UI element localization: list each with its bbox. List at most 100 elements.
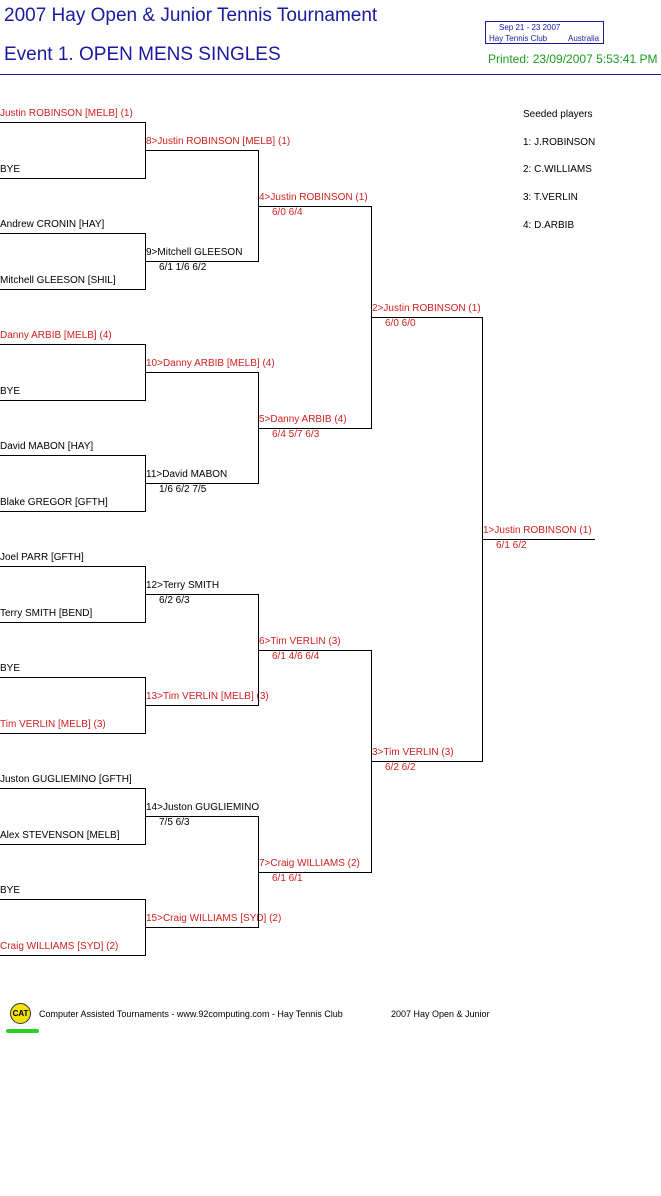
country-label: Australia	[568, 34, 600, 43]
bracket-line	[0, 566, 146, 567]
bracket-line	[145, 233, 146, 290]
match-score: 6/1 6/2	[496, 540, 527, 551]
footer-credit: Computer Assisted Tournaments - www.92co…	[39, 1009, 343, 1019]
match-winner: 14>Juston GUGLIEMINO	[146, 802, 260, 813]
club-label: Hay Tennis Club	[489, 34, 548, 43]
bracket-line	[0, 178, 146, 179]
bracket-line	[146, 927, 259, 928]
bracket-line	[0, 899, 146, 900]
match-score: 7/5 6/3	[159, 817, 190, 828]
cat-logo: CAT	[10, 1003, 31, 1024]
seeded-player: 2: C.WILLIAMS	[523, 164, 592, 175]
bracket-line	[372, 317, 483, 318]
player-name: Danny ARBIB [MELB] (4)	[0, 330, 112, 341]
bracket-line	[371, 650, 372, 873]
player-name: Mitchell GLEESON [SHIL]	[0, 275, 116, 286]
bracket-line	[145, 344, 146, 401]
bracket-line	[0, 788, 146, 789]
match-winner: 5>Danny ARBIB (4)	[259, 414, 347, 425]
match-winner: 6>Tim VERLIN (3)	[259, 636, 341, 647]
match-winner: 9>Mitchell GLEESON	[146, 247, 243, 258]
player-name: BYE	[0, 386, 21, 397]
bracket-line	[372, 761, 483, 762]
player-name: Alex STEVENSON [MELB]	[0, 830, 120, 841]
match-winner: 2>Justin ROBINSON (1)	[372, 303, 481, 314]
bracket-line	[146, 261, 259, 262]
match-score: 6/2 6/2	[385, 762, 416, 773]
match-score: 6/2 6/3	[159, 595, 190, 606]
player-name: Justin ROBINSON [MELB] (1)	[0, 108, 133, 119]
match-score: 6/1 6/1	[272, 873, 303, 884]
bracket-line	[146, 372, 259, 373]
bracket-line	[145, 677, 146, 734]
bracket-line	[0, 677, 146, 678]
player-name: BYE	[0, 885, 21, 896]
bracket-line	[0, 344, 146, 345]
match-winner: 3>Tim VERLIN (3)	[372, 747, 454, 758]
bracket-line	[259, 206, 372, 207]
bracket-line	[145, 566, 146, 623]
bracket-line	[0, 622, 146, 623]
bracket-line	[258, 594, 259, 706]
footer-event: 2007 Hay Open & Junior	[391, 1009, 490, 1019]
bracket-line	[0, 955, 146, 956]
player-name: Craig WILLIAMS [SYD] (2)	[0, 941, 119, 952]
seeded-player: 4: D.ARBIB	[523, 220, 575, 231]
bracket-line	[371, 206, 372, 429]
bracket-line	[258, 816, 259, 928]
bracket-line	[259, 872, 372, 873]
printed-timestamp: Printed: 23/09/2007 5:53:41 PM	[488, 52, 658, 66]
player-name: BYE	[0, 164, 21, 175]
match-winner: 12>Terry SMITH	[146, 580, 220, 591]
bracket-line	[146, 816, 259, 817]
dates-box: Sep 21 - 23 2007 Hay Tennis Club Austral…	[485, 21, 604, 44]
bracket-line	[482, 317, 483, 762]
player-name: Joel PARR [GFTH]	[0, 552, 84, 563]
bracket-line	[259, 650, 372, 651]
match-score: 6/1 1/6 6/2	[159, 262, 207, 273]
player-name: Blake GREGOR [GFTH]	[0, 497, 108, 508]
bracket-line	[0, 733, 146, 734]
player-name: Tim VERLIN [MELB] (3)	[0, 719, 106, 730]
bracket-line	[145, 788, 146, 845]
event-title: Event 1. OPEN MENS SINGLES	[4, 44, 281, 65]
bracket-line	[145, 899, 146, 956]
bracket-line	[0, 844, 146, 845]
seeded-player: 3: T.VERLIN	[523, 192, 578, 203]
player-name: BYE	[0, 663, 21, 674]
player-name: Juston GUGLIEMINO [GFTH]	[0, 774, 132, 785]
match-score: 1/6 6/2 7/5	[159, 484, 207, 495]
bracket-line	[0, 233, 146, 234]
match-winner: 15>Craig WILLIAMS [SYD] (2)	[146, 913, 282, 924]
bracket-line	[0, 511, 146, 512]
bracket-line	[0, 455, 146, 456]
bracket-line	[146, 594, 259, 595]
bracket-line	[259, 428, 372, 429]
match-winner: 1>Justin ROBINSON (1)	[483, 525, 592, 536]
player-name: David MABON [HAY]	[0, 441, 94, 452]
bracket-line	[258, 372, 259, 484]
seeded-heading: Seeded players	[523, 109, 593, 120]
match-winner: 10>Danny ARBIB [MELB] (4)	[146, 358, 275, 369]
dates-label: Sep 21 - 23 2007	[499, 23, 561, 32]
match-winner: 13>Tim VERLIN [MELB] (3)	[146, 691, 269, 702]
bracket-line	[146, 705, 259, 706]
bracket-line	[483, 539, 595, 540]
match-winner: 8>Justin ROBINSON [MELB] (1)	[146, 136, 291, 147]
match-score: 6/4 5/7 6/3	[272, 429, 320, 440]
bracket-line	[0, 122, 146, 123]
bracket-line	[146, 483, 259, 484]
bracket-line	[146, 150, 259, 151]
match-score: 6/0 6/0	[385, 318, 416, 329]
match-winner: 7>Craig WILLIAMS (2)	[259, 858, 360, 869]
player-name: Terry SMITH [BEND]	[0, 608, 93, 619]
match-score: 6/0 6/4	[272, 207, 303, 218]
bracket-line	[0, 289, 146, 290]
tournament-title: 2007 Hay Open & Junior Tennis Tournament	[4, 5, 378, 26]
match-score: 6/1 4/6 6/4	[272, 651, 320, 662]
seeded-player: 1: J.ROBINSON	[523, 137, 596, 148]
player-name: Andrew CRONIN [HAY]	[0, 219, 105, 230]
bracket-line	[145, 122, 146, 179]
match-winner: 11>David MABON	[146, 469, 228, 480]
bracket-line	[145, 455, 146, 512]
